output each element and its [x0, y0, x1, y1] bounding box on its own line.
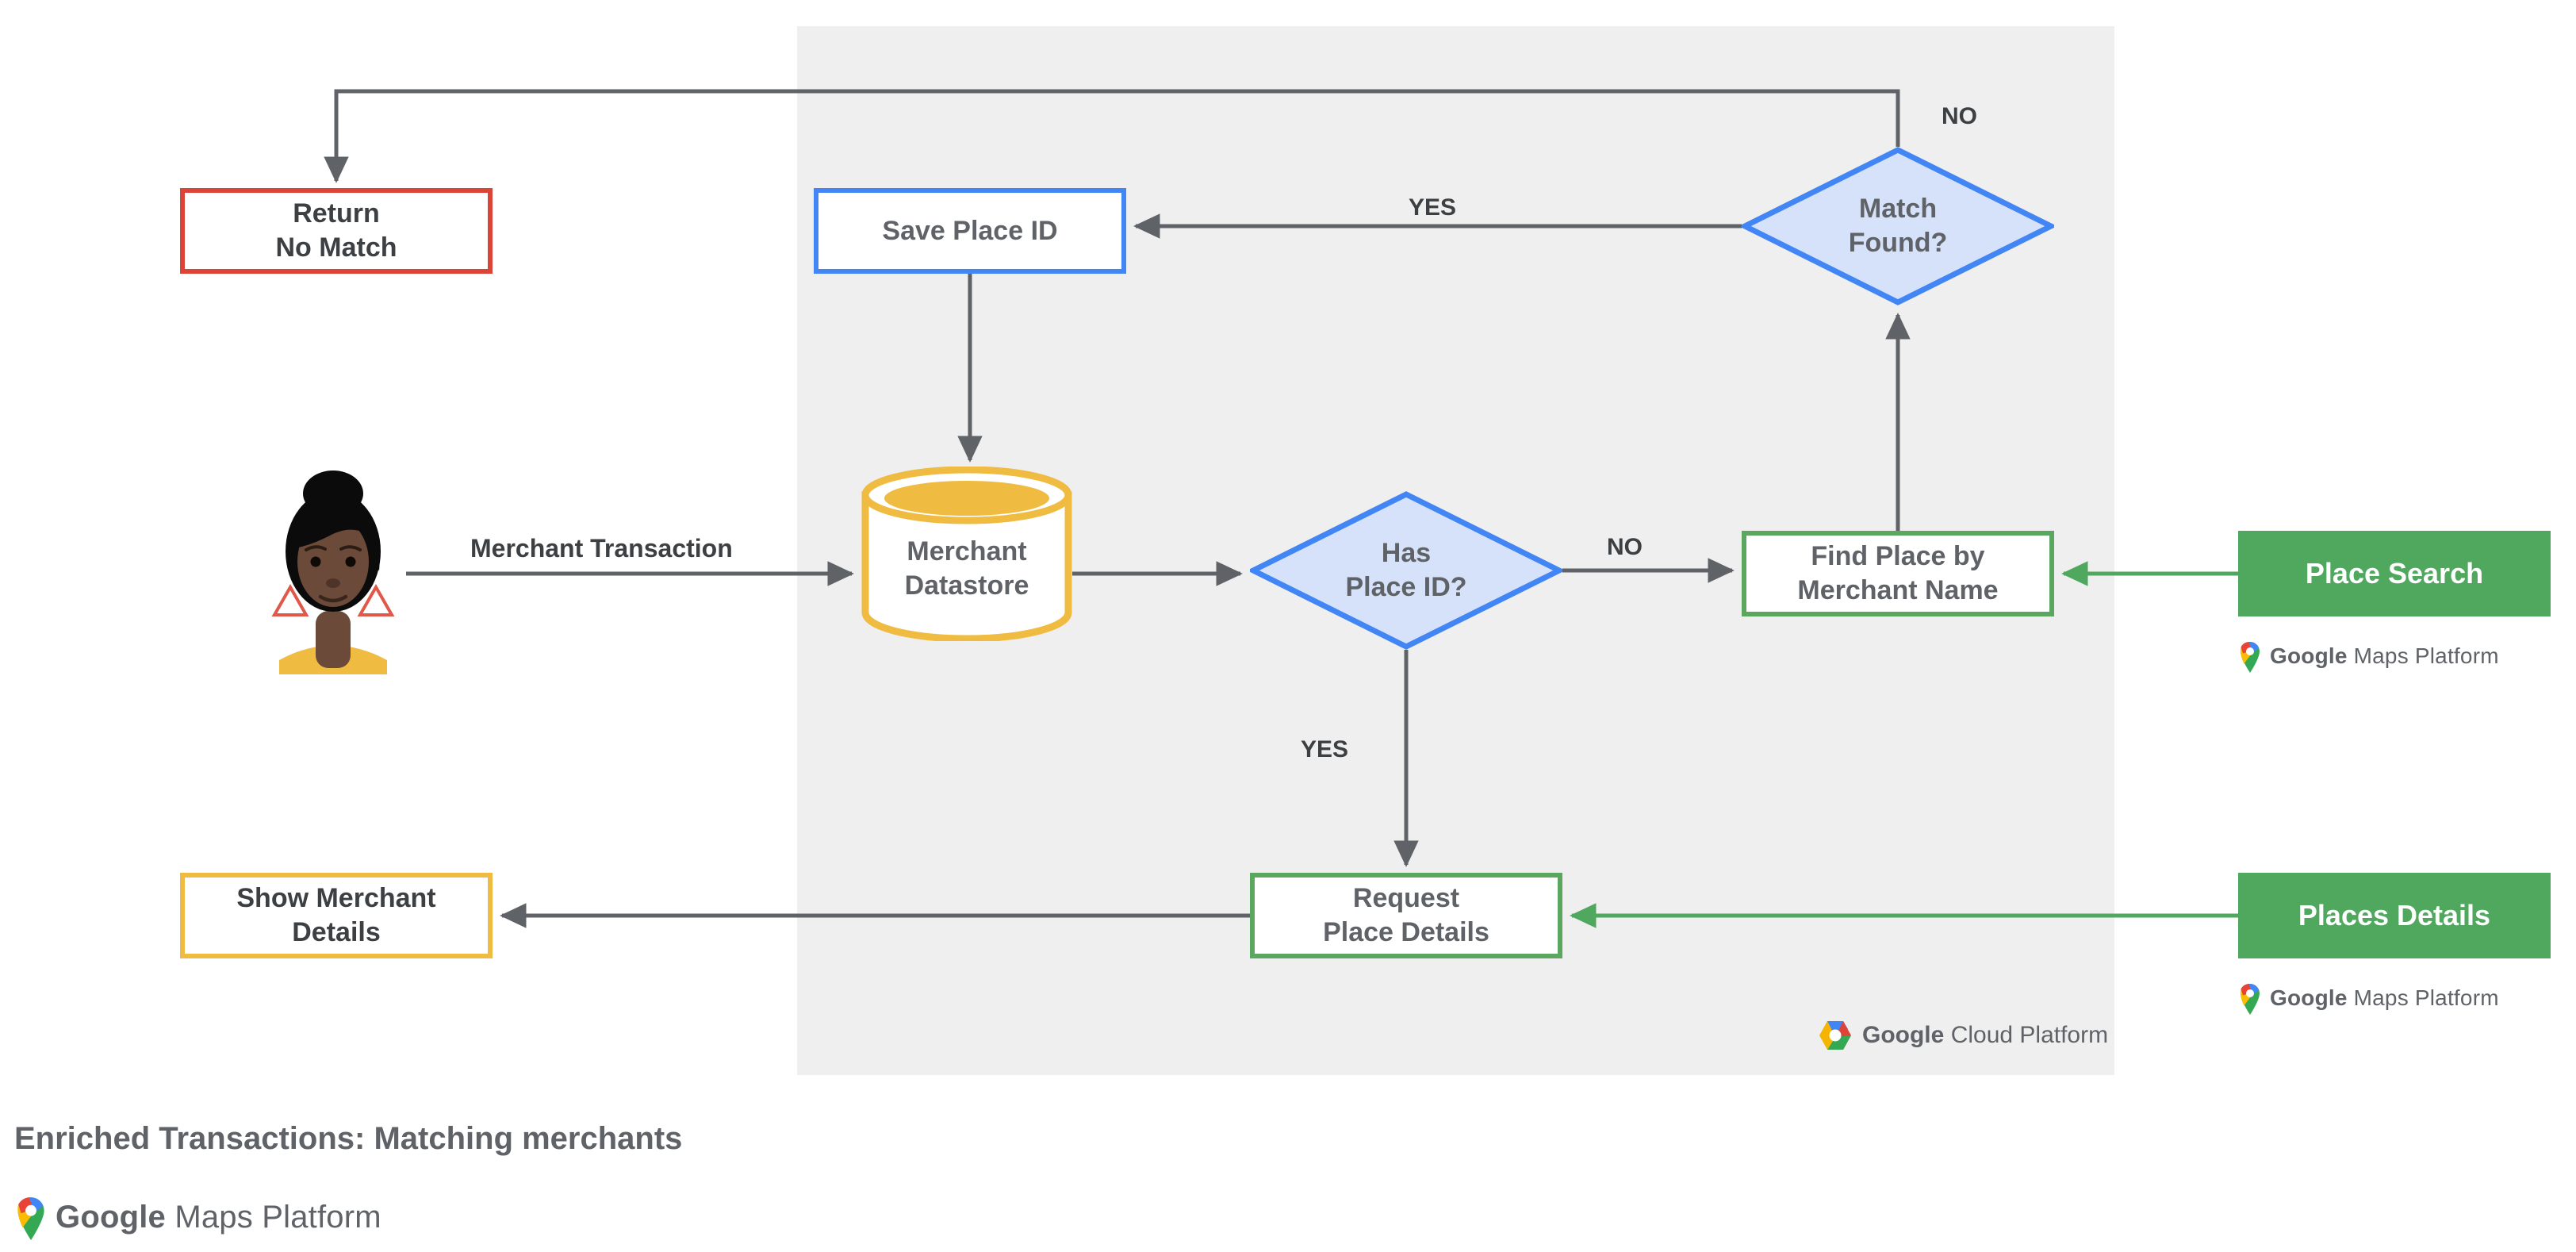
node-places-details-api[interactable]: Places Details — [2238, 873, 2551, 958]
node-place-search-api[interactable]: Place Search — [2238, 531, 2551, 616]
avatar-icon — [271, 470, 395, 674]
google-maps-platform-logo-places-details: Google Maps Platform — [2238, 981, 2499, 1015]
google-maps-platform-logo-footer: Google Maps Platform — [14, 1194, 381, 1240]
node-merchant-datastore[interactable]: Merchant Datastore — [861, 467, 1072, 641]
google-cloud-platform-label: Google Cloud Platform — [1862, 1022, 2109, 1048]
google-cloud-platform-logo: Google Cloud Platform — [1818, 1020, 2108, 1051]
google-maps-pin-icon — [17, 1197, 44, 1240]
google-cloud-hexagon-icon — [1819, 1021, 1851, 1050]
user-avatar-illustration — [262, 460, 404, 674]
node-show-merchant-details[interactable]: Show Merchant Details — [180, 873, 493, 958]
edge-label-yes-match-found: YES — [1409, 194, 1457, 221]
edge-label-no-has-place-id: NO — [1607, 534, 1643, 560]
node-find-place-by-merchant-name[interactable]: Find Place by Merchant Name — [1742, 531, 2054, 616]
google-maps-platform-label: Google Maps Platform — [2270, 985, 2499, 1010]
diagram-title: Enriched Transactions: Matching merchant… — [14, 1121, 683, 1156]
node-return-no-match[interactable]: Return No Match — [180, 188, 493, 274]
edge-label-no-match-found: NO — [1942, 103, 1977, 129]
node-request-place-details[interactable]: Request Place Details — [1250, 873, 1562, 958]
google-maps-platform-label: Google Maps Platform — [2270, 643, 2499, 668]
node-merchant-datastore-label: Merchant Datastore — [904, 536, 1029, 601]
google-maps-platform-logo-place-search: Google Maps Platform — [2238, 639, 2499, 673]
node-match-found-decision[interactable]: Match Found? — [1742, 147, 2054, 305]
edge-label-yes-has-place-id: YES — [1301, 736, 1349, 762]
diamond-shape — [1250, 491, 1562, 650]
node-match-found-label: Match Found? — [1848, 194, 1948, 258]
google-maps-platform-label: Google Maps Platform — [56, 1199, 381, 1235]
node-has-place-id-decision[interactable]: Has Place ID? — [1250, 491, 1562, 650]
diamond-shape — [1742, 147, 2054, 305]
datastore-cylinder-shape — [861, 467, 1072, 641]
google-maps-pin-icon — [2240, 641, 2260, 673]
node-has-place-id-label: Has Place ID? — [1345, 538, 1467, 602]
edge-label-merchant-transaction: Merchant Transaction — [470, 534, 733, 563]
node-save-place-id[interactable]: Save Place ID — [814, 188, 1126, 274]
google-maps-pin-icon — [2240, 983, 2260, 1015]
